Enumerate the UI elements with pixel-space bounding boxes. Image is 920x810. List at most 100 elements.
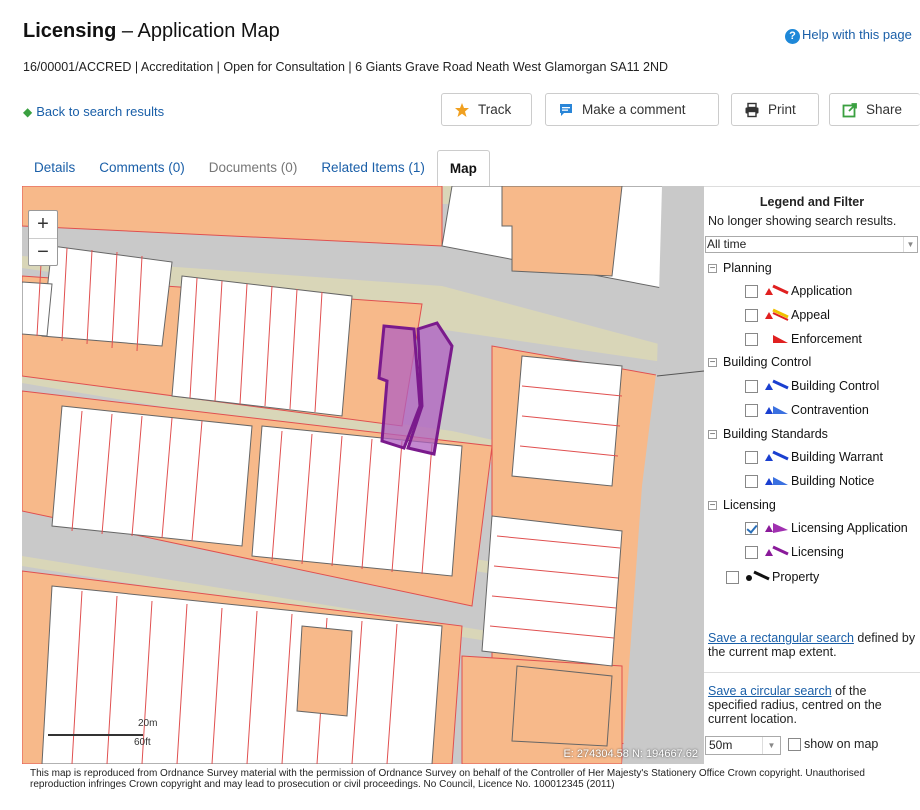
track-label: Track (478, 102, 512, 117)
group-label: Building Control (723, 355, 812, 369)
divider (704, 672, 920, 673)
selected-site[interactable] (377, 321, 454, 456)
help-link[interactable]: ?Help with this page (785, 27, 912, 44)
item-label: Building Control (791, 379, 880, 393)
radius-value: 50m (709, 738, 733, 752)
star-icon (455, 102, 469, 117)
checkbox[interactable] (745, 308, 758, 322)
filter-contravention[interactable]: Contravention (745, 401, 869, 419)
scale-line (48, 734, 143, 736)
checkbox[interactable] (745, 474, 758, 488)
track-button[interactable]: Track (441, 93, 532, 126)
contravention-symbol-icon (765, 406, 788, 414)
licensing-application-symbol-icon (765, 523, 788, 533)
item-label: Property (772, 570, 820, 584)
tab-comments[interactable]: Comments (0) (99, 160, 185, 175)
licensing-symbol-icon (765, 545, 789, 556)
checkbox[interactable] (745, 332, 758, 346)
item-label: Application (791, 284, 853, 298)
map-viewport[interactable]: + − 20m 60ft E: 274304.58 N: 194667.62 (22, 186, 704, 764)
print-button[interactable]: Print (731, 93, 819, 126)
copyright-notice: This map is reproduced from Ordnance Sur… (30, 768, 865, 790)
back-link[interactable]: ◆Back to search results (23, 104, 164, 119)
group-building-standards[interactable]: −Building Standards (708, 425, 828, 443)
save-rectangular-search-link[interactable]: Save a rectangular search (708, 631, 854, 645)
tab-bar: Details Comments (0) Documents (0) Relat… (22, 150, 490, 187)
group-label: Licensing (723, 498, 776, 512)
checkbox-checked[interactable] (745, 521, 758, 535)
tab-documents: Documents (0) (208, 160, 298, 175)
tab-map[interactable]: Map (436, 150, 490, 187)
print-label: Print (768, 102, 796, 117)
help-icon: ? (785, 29, 800, 44)
page-title: Licensing – Application Map (23, 20, 280, 43)
checkbox[interactable] (788, 737, 801, 751)
item-label: Enforcement (791, 332, 862, 346)
item-label: Building Warrant (791, 450, 883, 464)
filter-licensing-application[interactable]: Licensing Application (745, 519, 908, 537)
building-control-symbol-icon (765, 379, 789, 390)
group-label: Building Standards (723, 427, 828, 441)
item-label: Licensing (791, 545, 844, 559)
legend-title: Legend and Filter (759, 195, 865, 209)
item-label: Building Notice (791, 474, 875, 488)
tab-related-items[interactable]: Related Items (1) (321, 160, 425, 175)
legend-panel: Legend and Filter No longer showing sear… (704, 186, 920, 764)
period-select[interactable]: All time ▼ (705, 236, 918, 253)
zoom-control: + − (28, 210, 58, 266)
filter-property[interactable]: Property (726, 568, 819, 586)
group-building-control[interactable]: −Building Control (708, 353, 811, 371)
chevron-down-icon: ▼ (903, 237, 917, 252)
scale-feet: 60ft (134, 737, 151, 748)
property-symbol-icon (746, 570, 770, 581)
filter-appeal[interactable]: Appeal (745, 306, 830, 324)
group-licensing[interactable]: −Licensing (708, 496, 776, 514)
chevron-down-icon: ▼ (762, 737, 780, 754)
filter-licensing[interactable]: Licensing (745, 543, 844, 561)
collapse-icon: − (708, 428, 717, 440)
filter-application[interactable]: Application (745, 282, 852, 300)
map-tiles (22, 186, 704, 764)
filter-building-control[interactable]: Building Control (745, 377, 879, 395)
back-label: Back to search results (36, 104, 165, 119)
legend-note: No longer showing search results. (708, 214, 897, 228)
collapse-icon: − (708, 356, 717, 368)
building-notice-symbol-icon (765, 477, 788, 485)
save-rectangular-text: defined by the current map extent. (708, 631, 916, 659)
filter-building-notice[interactable]: Building Notice (745, 472, 874, 490)
checkbox[interactable] (745, 545, 758, 559)
filter-building-warrant[interactable]: Building Warrant (745, 448, 883, 466)
make-comment-button[interactable]: Make a comment (545, 93, 719, 126)
show-on-map-toggle[interactable]: show on map (788, 737, 878, 751)
filter-enforcement[interactable]: Enforcement (745, 330, 862, 348)
save-circular-text: of the specified radius, centred on the … (708, 684, 882, 726)
save-circular-search: Save a circular search of the specified … (708, 684, 918, 726)
cursor-coordinates: E: 274304.58 N: 194667.62 (563, 748, 698, 760)
collapse-icon: − (708, 262, 717, 274)
group-label: Planning (723, 261, 772, 275)
scale-metres: 20m (138, 718, 158, 729)
comment-icon (560, 103, 572, 116)
save-circular-search-link[interactable]: Save a circular search (708, 684, 832, 698)
period-value: All time (707, 237, 747, 251)
enforcement-symbol-icon (773, 335, 788, 343)
zoom-out-button[interactable]: − (29, 238, 57, 265)
arrow-left-icon: ◆ (23, 105, 33, 119)
zoom-in-button[interactable]: + (37, 213, 49, 235)
printer-icon (745, 102, 759, 117)
tab-details[interactable]: Details (34, 160, 76, 175)
application-summary: 16/00001/ACCRED | Accreditation | Open f… (23, 60, 669, 74)
radius-select[interactable]: 50m ▼ (705, 736, 781, 755)
checkbox[interactable] (745, 284, 758, 298)
share-button[interactable]: Share (829, 93, 920, 126)
checkbox[interactable] (745, 379, 758, 393)
comment-label: Make a comment (582, 102, 686, 117)
title-rest: – Application Map (116, 20, 280, 42)
checkbox[interactable] (726, 570, 739, 584)
share-icon (842, 102, 857, 117)
checkbox[interactable] (745, 450, 758, 464)
collapse-icon: − (708, 499, 717, 511)
group-planning[interactable]: −Planning (708, 259, 772, 277)
item-label: Licensing Application (791, 521, 908, 535)
checkbox[interactable] (745, 403, 758, 417)
